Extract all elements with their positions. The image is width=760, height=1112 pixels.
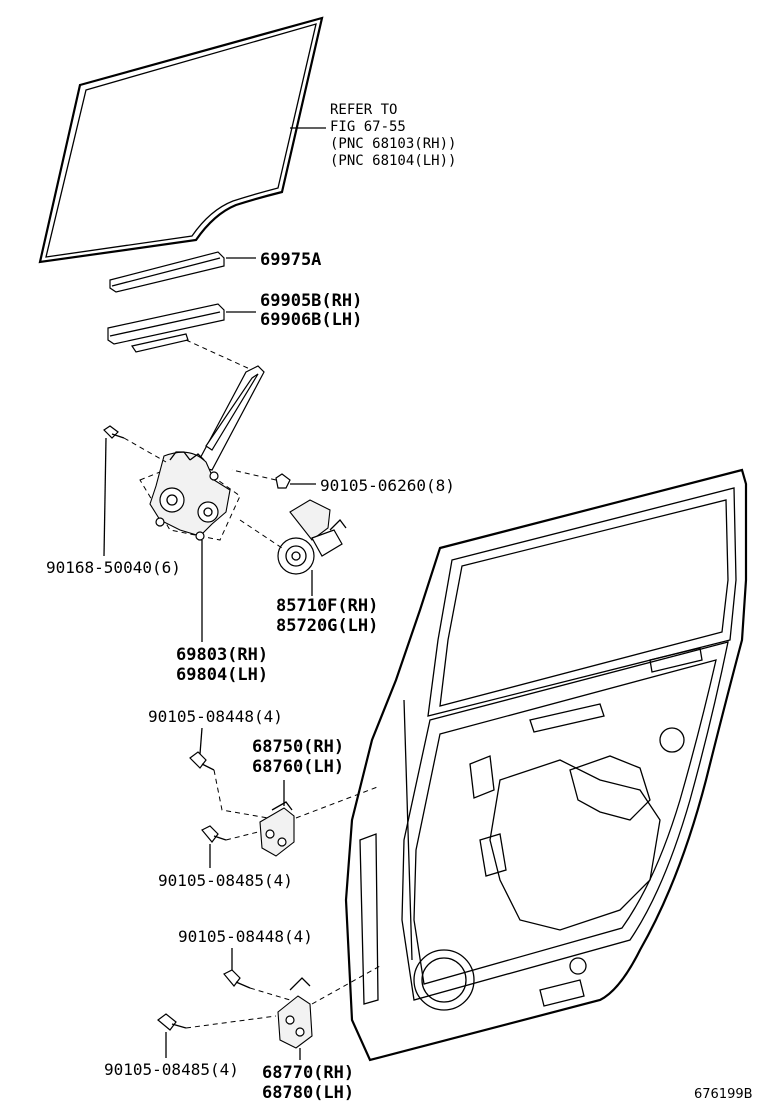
glass-run-channel xyxy=(109,251,225,293)
hinge2-bolt-top xyxy=(223,969,251,989)
part-label-reference_note-lines-2: (PNC 68103(RH)) xyxy=(330,136,456,152)
part-label-labels-motor_rh: 85710F(RH) xyxy=(276,596,378,616)
part-label-labels-motor_lh: 85720G(LH) xyxy=(276,616,378,636)
regulator-motor xyxy=(277,499,347,575)
part-label-reference_note-lines-3: (PNC 68104(LH)) xyxy=(330,153,456,169)
reference-note: REFER TO FIG 67-55 (PNC 68103(RH)) (PNC … xyxy=(330,102,456,169)
part-label-labels-bolt_hinge2_bottom: 90105-08485(4) xyxy=(104,1060,239,1079)
figure-id: 676199B xyxy=(694,1087,753,1102)
dash-motor xyxy=(239,519,283,549)
dash-hinge2-b xyxy=(185,965,381,1029)
part-label-labels-belt_rh: 69905B(RH) xyxy=(260,291,362,311)
hinge1-bolt-top xyxy=(189,751,215,771)
part-label-reference_note-lines-1: FIG 67-55 xyxy=(330,119,406,135)
hinge2-bolt-bottom xyxy=(157,1013,187,1031)
rear-door-panel xyxy=(344,468,748,1062)
regulator-bolt-right xyxy=(275,473,291,489)
part-label-labels-bolt_upper: 90168-50040(6) xyxy=(46,558,181,577)
dash-bolt-upper xyxy=(123,437,167,463)
dash-hinge2-a xyxy=(249,987,291,1001)
part-label-labels-hinge2_rh: 68770(RH) xyxy=(262,1063,354,1083)
regulator-bolt-upper xyxy=(103,425,125,439)
dash-bolt-right xyxy=(231,469,277,481)
dash-belt-to-regulator xyxy=(185,339,253,371)
part-label-labels-bolt_hinge2_top: 90105-08448(4) xyxy=(178,927,313,946)
hinge1-bolt-bottom xyxy=(201,825,227,843)
part-label-reference_note-lines-0: REFER TO xyxy=(330,102,397,118)
leader-bolt-upper xyxy=(103,437,107,557)
part-label-labels-belt_lh: 69906B(LH) xyxy=(260,310,362,330)
part-label-labels-bolt_regulator: 90105-06260(8) xyxy=(320,476,455,495)
part-label-labels-regulator_rh: 69803(RH) xyxy=(176,645,268,665)
part-label-labels-hinge1_lh: 68760(LH) xyxy=(252,757,344,777)
leader-hinge1-bolt-top xyxy=(199,727,203,755)
belt-weatherstrip xyxy=(107,303,225,353)
part-label-labels-hinge1_rh: 68750(RH) xyxy=(252,737,344,757)
door-glass xyxy=(38,16,324,264)
dash-hinge1-b xyxy=(225,785,381,841)
lower-door-hinge xyxy=(277,977,313,1049)
part-label-labels-run_channel: 69975A xyxy=(260,250,321,270)
part-label-labels-hinge2_lh: 68780(LH) xyxy=(262,1083,354,1103)
part-label-labels-regulator_lh: 69804(LH) xyxy=(176,665,268,685)
window-regulator xyxy=(139,365,265,541)
part-label-labels-bolt_hinge1_top: 90105-08448(4) xyxy=(148,707,283,726)
upper-door-hinge xyxy=(259,801,295,857)
part-label-labels-bolt_hinge1_bottom: 90105-08485(4) xyxy=(158,871,293,890)
dash-hinge1-a xyxy=(213,769,269,819)
